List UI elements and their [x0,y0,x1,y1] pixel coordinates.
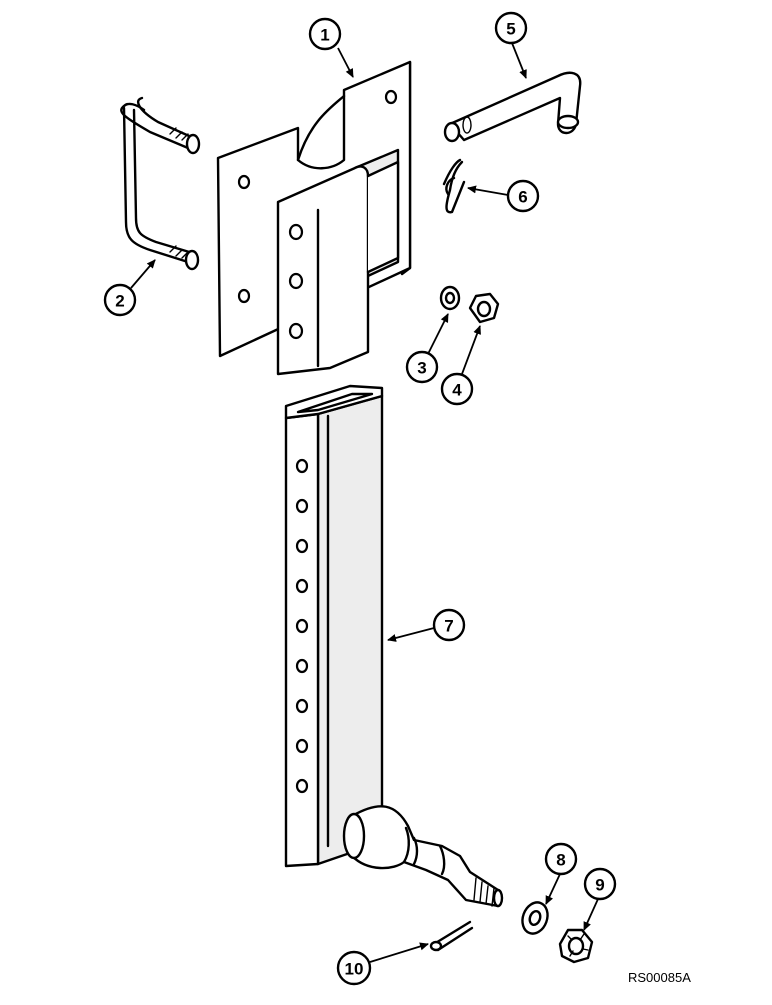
callout-label: 5 [506,20,515,39]
hex-nut [468,292,500,324]
cotter-pin [429,920,474,952]
hairpin-clip [442,158,466,214]
callout-7: 7 [387,608,466,642]
callout-label: 2 [115,292,124,311]
vertical-tube [284,384,504,908]
callout-label: 7 [444,617,453,636]
lock-washer [439,285,461,311]
flat-washer [521,901,549,935]
callout-3: 3 [405,313,449,384]
mounting-bracket [216,60,412,376]
callout-2: 2 [103,259,156,317]
callout-1: 1 [308,17,354,78]
callout-label: 8 [556,851,565,870]
callout-label: 3 [417,359,426,378]
callout-label: 6 [518,188,527,207]
callout-label: 1 [320,26,329,45]
callout-label: 9 [595,876,604,895]
callout-4: 4 [440,325,481,406]
callout-8: 8 [544,842,578,905]
hitch-pin [443,71,582,143]
callout-9: 9 [583,867,617,931]
callout-label: 4 [452,381,462,400]
callout-10: 10 [336,942,429,986]
callout-label: 10 [345,960,364,979]
castle-nut [558,928,594,964]
callout-5: 5 [494,11,528,79]
callout-6: 6 [467,179,540,213]
u-bolt [120,96,201,271]
reference-code: RS00085A [628,970,691,985]
